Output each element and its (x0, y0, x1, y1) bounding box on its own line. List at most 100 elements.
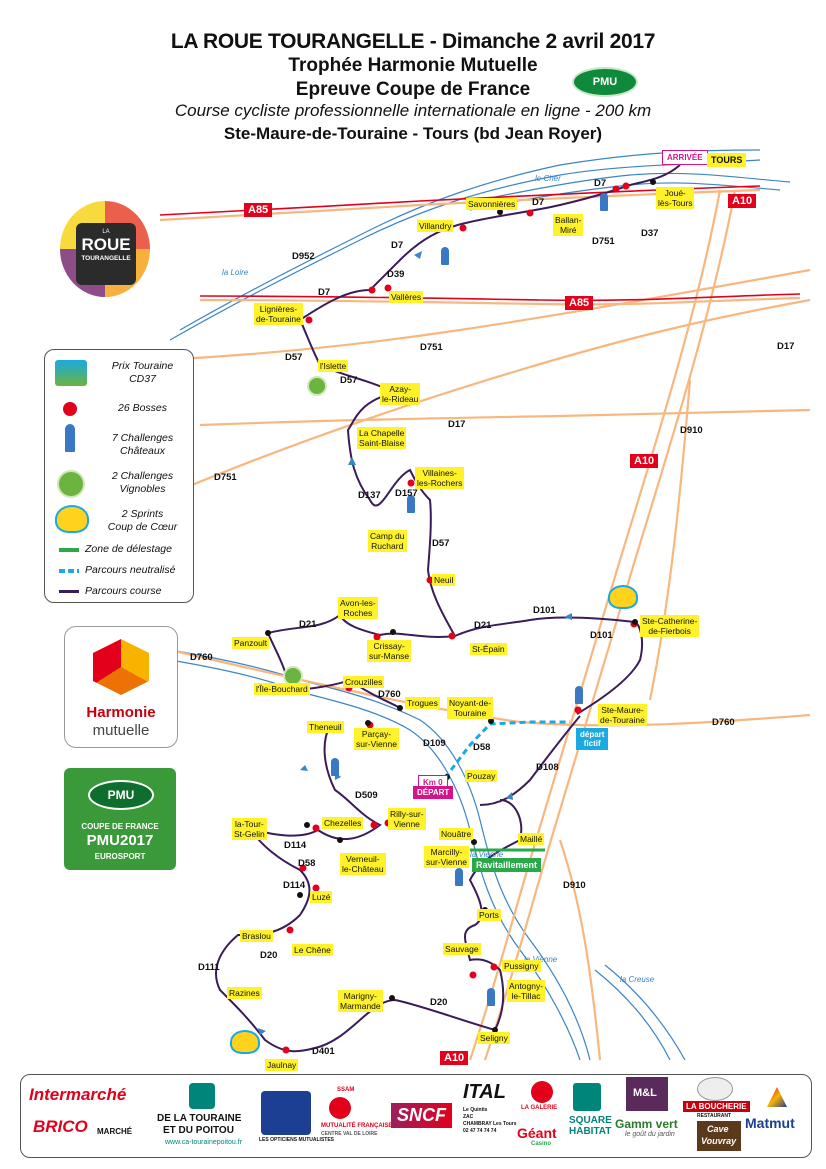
road-label: D17 (448, 419, 466, 430)
sponsor-brico: BRICO (33, 1117, 88, 1136)
pmu-coupe-logo: PMU COUPE DE FRANCE PMU2017 EUROSPORT (64, 768, 176, 870)
chateau-icon (455, 868, 463, 886)
place-label: l'Islette (318, 360, 349, 372)
bosse-dot (384, 284, 392, 292)
place-label: Villandry (417, 220, 454, 232)
cave-vouvray-logo (697, 1121, 741, 1151)
place-label: Jaulnay (265, 1059, 299, 1071)
road-label: D57 (285, 352, 303, 363)
place-label: Neuil (432, 574, 456, 586)
chateau-icon (487, 988, 495, 1006)
motorway-label: A10 (630, 454, 659, 468)
ml-logo-icon (626, 1077, 668, 1111)
road-label: D101 (590, 630, 613, 641)
place-label: Parçay- sur-Vienne (354, 728, 399, 750)
sponsor-sncf: SNCF (391, 1103, 452, 1128)
road-label: D751 (592, 236, 615, 247)
bosse-dot (490, 963, 498, 971)
chateau-icon (331, 758, 339, 776)
sponsor-italo-sub: Le Quintis ZAC CHAMBRAY Les Tours 02 47 … (463, 1107, 517, 1134)
purple-line-icon (59, 590, 79, 593)
chateau-icon (407, 495, 415, 513)
place-label: Le Chêne (292, 944, 333, 956)
boucherie-logo-icon (697, 1077, 733, 1101)
river-label: la Vienne (470, 850, 504, 859)
bosse-dot (459, 224, 467, 232)
motorway-label: A10 (728, 194, 757, 208)
legend-label: 7 Challenges Châteaux (111, 432, 174, 457)
heart-sprint-icon (608, 585, 638, 609)
place-label: l'Île-Bouchard (254, 683, 310, 695)
river-label: la Creuse (620, 975, 655, 984)
river-label: la Vienne (524, 955, 558, 964)
motorway-label: A85 (244, 203, 273, 217)
heart-sprint-icon (230, 1030, 260, 1054)
place-label: Lignières- de-Touraine (254, 303, 303, 325)
chateau-icon (65, 424, 75, 452)
sponsor-mutualite: MUTUALITÉ FRANÇAISE (321, 1123, 393, 1129)
harmonie-mutuelle-logo: Harmonie mutuelle (64, 626, 178, 748)
place-label: Ste-Maure- de-Touraine (598, 704, 647, 726)
river-label: le Cher (535, 174, 561, 183)
legend: Prix Touraine CD37 26 Bosses 7 Challenge… (44, 349, 194, 603)
road-label: D39 (387, 269, 405, 280)
road-label: D7 (391, 240, 404, 251)
place-label: Chezelles (322, 817, 364, 829)
galerie-logo-icon (531, 1081, 553, 1103)
place-label: Verneuil- le-Château (340, 853, 386, 875)
neutral-route (443, 720, 570, 779)
place-label: Avon-les- Roches (338, 597, 378, 619)
road-label: D7 (594, 178, 607, 189)
sponsor-geant: Géant (517, 1125, 557, 1141)
mutualite-logo-icon (329, 1097, 351, 1119)
river-label: la Loire (222, 268, 249, 277)
subtitle-route: Ste-Maure-de-Touraine - Tours (bd Jean R… (223, 124, 603, 143)
place-label: Crissay- sur-Manse (367, 640, 412, 662)
road-label: D21 (299, 619, 317, 630)
place-label: Pouzay (465, 770, 498, 782)
arrow-icon (506, 792, 513, 800)
place-label: Crouzilles (343, 676, 385, 688)
place-label: Trogues (405, 697, 440, 709)
place-label: Rilly-sur- Vienne (388, 808, 426, 830)
place-label: La Chapelle Saint-Blaise (357, 427, 407, 449)
race-route (215, 164, 681, 1053)
arrivee-tag: ARRIVÉE (662, 150, 708, 165)
depart-tag: DÉPART (413, 786, 454, 799)
sponsor-boucherie: LA BOUCHERIE (683, 1101, 750, 1112)
place-label: Nouâtre (439, 828, 474, 840)
pmu-header-badge: PMU (572, 67, 638, 97)
route-map (159, 149, 811, 1061)
chateau-icon (575, 686, 583, 704)
place-label: Savonnières (466, 198, 518, 210)
subtitle-course: Course cycliste professionnelle internat… (174, 101, 652, 120)
title-line-1: LA ROUE TOURANGELLE - Dimanche 2 avril 2… (170, 30, 656, 53)
place-label: Villaines- les-Rochers (415, 467, 465, 489)
legend-label: 2 Challenges Vignobles (111, 470, 174, 495)
bosse-dot (368, 286, 376, 294)
place-label: Braslou (240, 930, 273, 942)
motorway-label: A85 (565, 296, 594, 310)
road-label: D760 (712, 717, 735, 728)
place-label: Antogny- le-Tillac (507, 980, 546, 1002)
bosse-dot (448, 632, 456, 640)
sponsor-ssam: SSAM (337, 1087, 355, 1093)
legend-label: 2 Sprints Coup de Cœur (107, 508, 178, 533)
motorway-label: A10 (440, 1051, 469, 1065)
sponsor-cave-1: Cave (707, 1124, 729, 1134)
sponsor-intermarche: Intermarché (29, 1085, 127, 1104)
place-label: Joué- lès-Tours (656, 187, 695, 209)
road-label: D952 (292, 251, 315, 262)
title-line-3: Epreuve Coupe de France (295, 79, 531, 100)
place-label: Camp du Ruchard (368, 530, 407, 552)
bosse-dot (312, 824, 320, 832)
road-label: D509 (355, 790, 378, 801)
sponsor-ml: M&L (633, 1087, 657, 1099)
arrow-icon (348, 457, 356, 465)
place-label: Panzoult (232, 637, 270, 649)
bosse-dot (312, 884, 320, 892)
road-label: D58 (473, 742, 491, 753)
chateau-icon (441, 247, 449, 265)
bosse-dot (407, 479, 415, 487)
road-label: D111 (198, 962, 220, 973)
